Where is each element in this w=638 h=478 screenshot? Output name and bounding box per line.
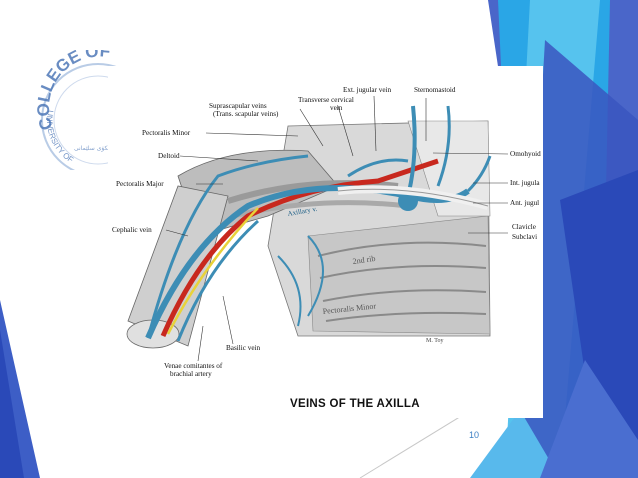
figure-caption: VEINS OF THE AXILLA xyxy=(290,398,420,410)
college-logo: COLLEGE OF UNIVERSITY OF زانكۆى سلێمانى xyxy=(28,41,158,177)
label-pectoralis-minor: Pectoralis Minor xyxy=(142,129,191,137)
label-omohyoid: Omohyoid xyxy=(510,150,541,158)
label-deltoid: Deltoid xyxy=(158,152,180,160)
label-suprascapular-2: (Trans. scapular veins) xyxy=(213,110,279,118)
logo-text-university: UNIVERSITY OF xyxy=(45,110,75,165)
axilla-illustration: M. Toy 2nd rib Axillary v. Pectoralis Mi… xyxy=(126,95,509,362)
page-number: 10 xyxy=(469,430,480,440)
label-ant-jugular: Ant. jugul xyxy=(510,199,540,207)
svg-text:UNIVERSITY OF: UNIVERSITY OF xyxy=(45,110,75,165)
label-cephalic-vein: Cephalic vein xyxy=(112,226,152,234)
label-transverse-cervical-2: vein xyxy=(330,104,343,112)
label-clavicle: Clavicle xyxy=(512,223,536,231)
label-transverse-cervical: Transverse cervical xyxy=(298,96,354,104)
anatomy-figure: M. Toy 2nd rib Axillary v. Pectoralis Mi… xyxy=(108,66,543,418)
logo-subtext: زانكۆى سلێمانى xyxy=(74,145,114,152)
label-ext-jugular: Ext. jugular vein xyxy=(343,86,392,94)
label-venae-comitantes-2: brachial artery xyxy=(170,370,212,378)
label-int-jugular: Int. jugula xyxy=(510,179,540,187)
artist-signature: M. Toy xyxy=(426,338,443,344)
label-sternomastoid: Sternomastoid xyxy=(414,86,456,94)
label-pectoralis-major: Pectoralis Major xyxy=(116,180,164,188)
rib-label: 2nd rib xyxy=(352,254,376,266)
label-basilic-vein: Basilic vein xyxy=(226,344,261,352)
label-subclavius: Subclavi xyxy=(512,233,538,241)
label-venae-comitantes: Venae comitantes of xyxy=(164,362,223,370)
label-suprascapular: Suprascapular veins xyxy=(209,102,267,110)
